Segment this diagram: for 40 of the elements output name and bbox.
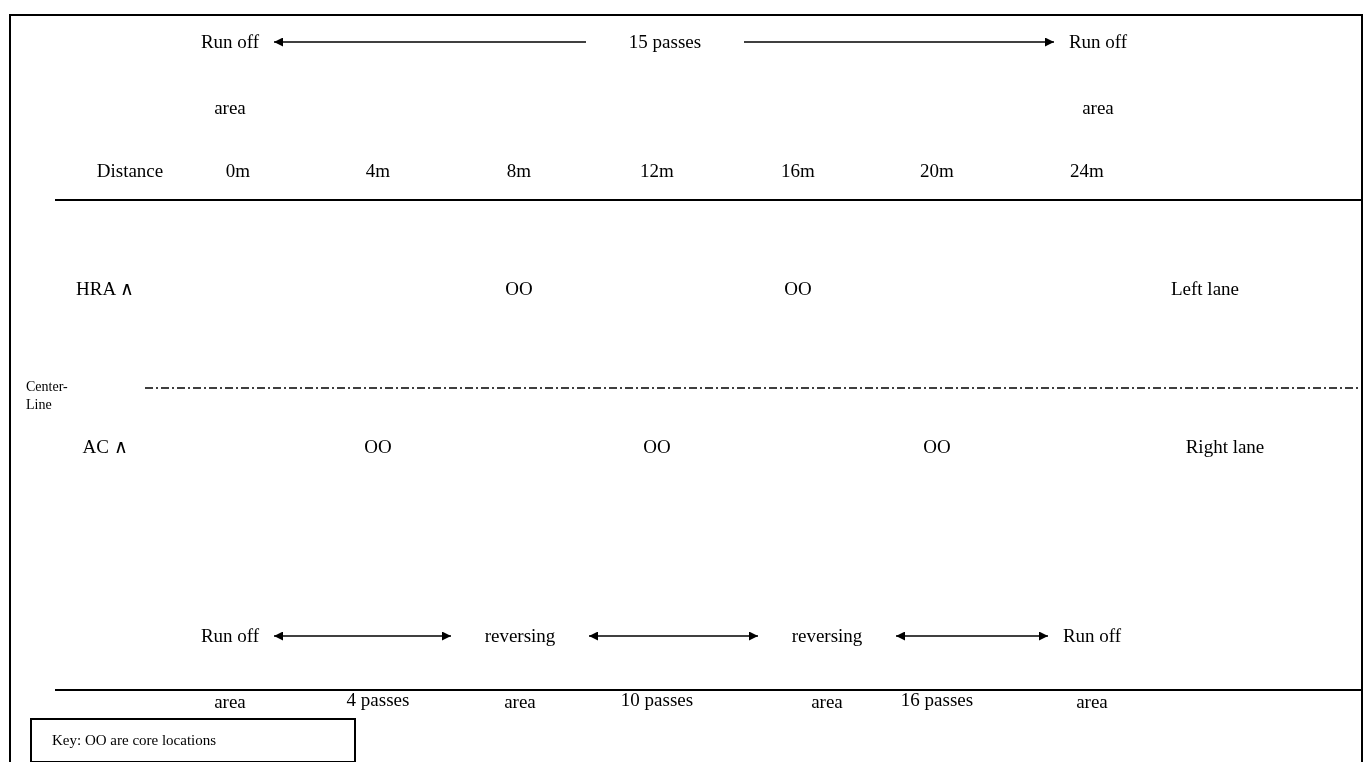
table-label: 16m: [781, 160, 815, 182]
table-label: OO: [364, 436, 392, 458]
table-label: OO: [643, 436, 671, 458]
table-label: 8m: [506, 160, 532, 182]
area-label: area: [214, 97, 246, 119]
double-arrow: [273, 37, 587, 47]
table-label: OO: [923, 436, 951, 458]
key-box: Key: OO are core locations: [30, 718, 356, 762]
table-label: 4 passes: [346, 689, 410, 711]
area-label: area: [504, 691, 536, 713]
area-label: 15 passes: [628, 31, 702, 53]
area-label: Run off: [200, 625, 260, 647]
area-label: area: [1076, 691, 1108, 713]
area-label: area: [1082, 97, 1114, 119]
table-label: OO: [505, 278, 533, 300]
table-label: HRA ∧: [76, 278, 134, 300]
double-arrow: [588, 631, 759, 641]
area-label: reversing: [791, 625, 863, 647]
center-line-label: Center-Line: [26, 378, 69, 414]
table-label: 16 passes: [900, 689, 974, 711]
table-label: AC ∧: [82, 436, 128, 458]
area-label: Run off: [200, 31, 260, 53]
table-label: 10 passes: [620, 689, 694, 711]
area-label: Run off: [1068, 31, 1128, 53]
area-label: Run off: [1062, 625, 1122, 647]
table-label: 4m: [365, 160, 391, 182]
table-label: Distance: [96, 160, 164, 182]
area-label: area: [811, 691, 843, 713]
table-label: 12m: [640, 160, 674, 182]
double-arrow: [895, 631, 1049, 641]
table-label: OO: [784, 278, 812, 300]
table-label: 0m: [225, 160, 251, 182]
table-label: 24m: [1070, 160, 1104, 182]
double-arrow: [743, 37, 1055, 47]
double-arrow: [273, 631, 452, 641]
table-label: Left lane: [1171, 278, 1239, 300]
table-label: Right lane: [1185, 436, 1265, 458]
table-label: 20m: [920, 160, 954, 182]
area-label: area: [214, 691, 246, 713]
area-label: reversing: [484, 625, 556, 647]
